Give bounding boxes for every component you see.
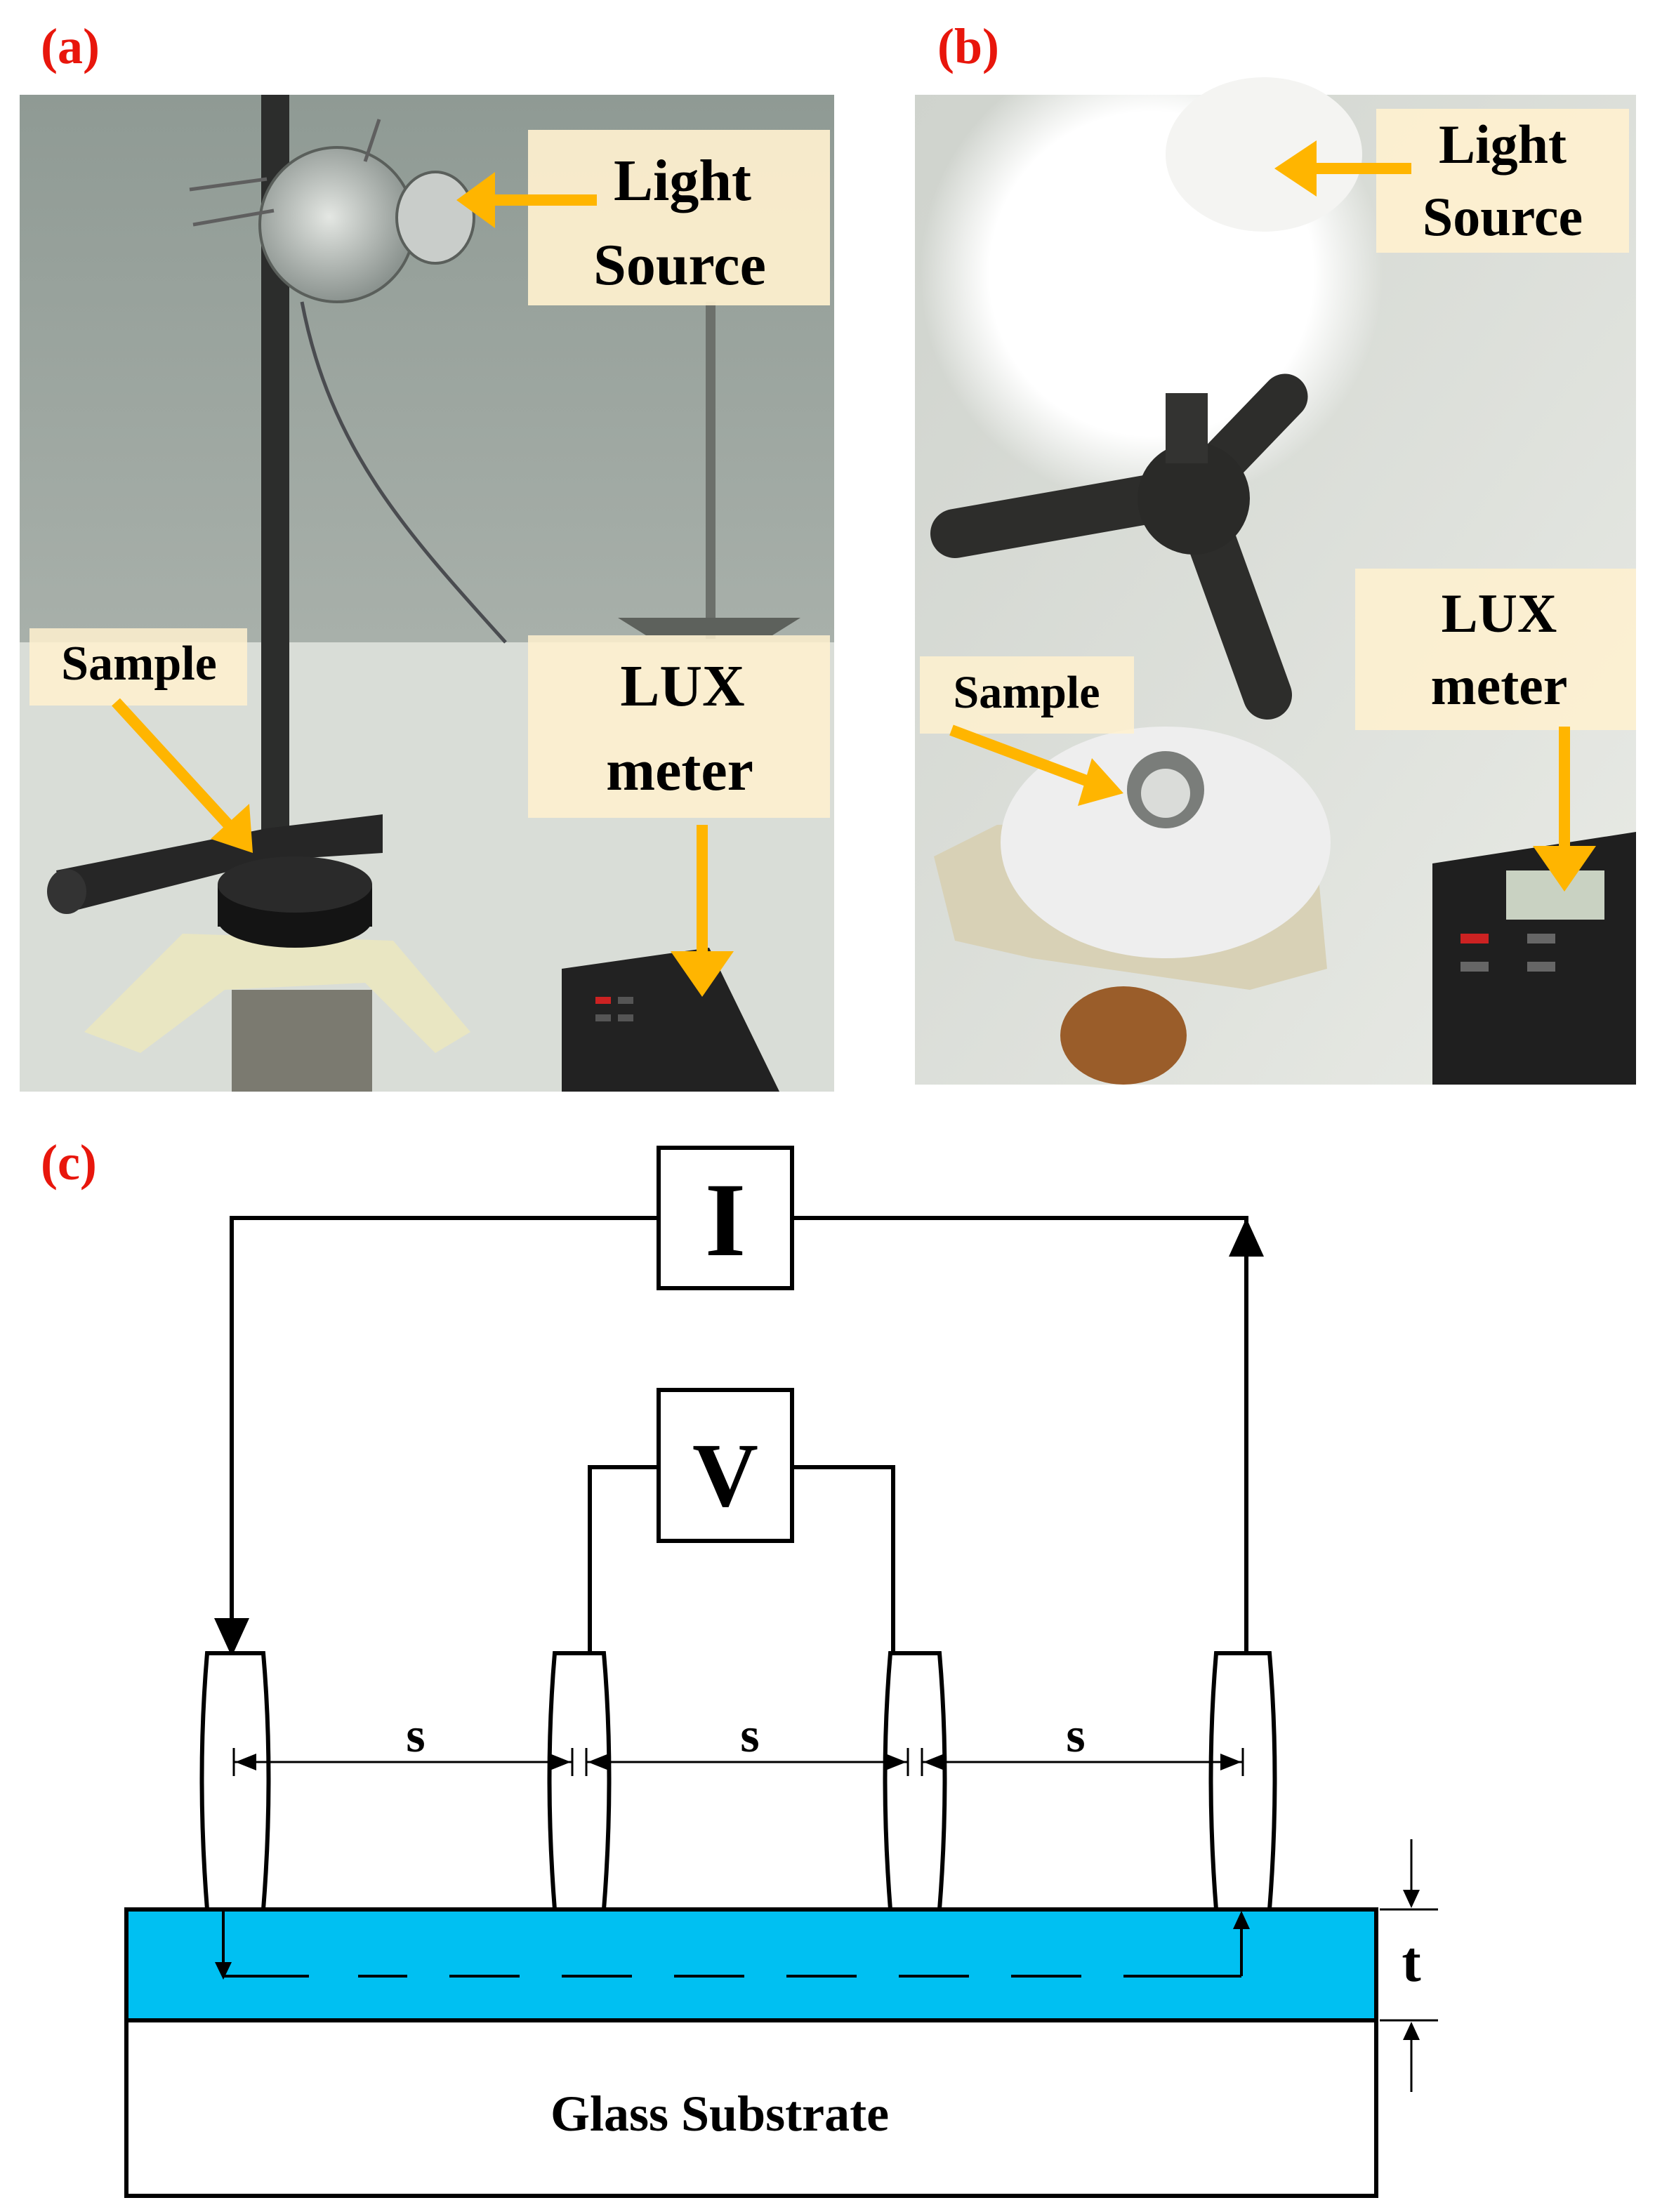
spacing-label-2: s [740, 1709, 759, 1763]
arrowhead-icon [214, 1618, 249, 1657]
current-meter-label: I [705, 1162, 746, 1278]
panel-a-sample-label: Sample [61, 637, 217, 691]
voltage-meter-box [657, 1388, 794, 1543]
voltage-wire-left [588, 1465, 659, 1653]
lux-meter-icon [562, 948, 779, 1092]
probe-icon [1208, 1651, 1277, 1912]
panel-a-sample-label-box [29, 628, 247, 706]
current-path [222, 1911, 1243, 1978]
voltage-meter-label: V [692, 1425, 758, 1526]
arrowhead-icon [211, 804, 253, 853]
spacing-arrowheads [235, 1754, 1241, 1770]
panel-b-sample-label-box [920, 656, 1134, 734]
panel-a-lux-label-line1: LUX [620, 654, 744, 719]
sample-disc-icon [218, 856, 372, 948]
panel-b-light-label-line1: Light [1439, 114, 1567, 175]
panel-a-sample-arrow [112, 698, 236, 833]
lux-meter-icon [1432, 832, 1636, 1085]
glass-substrate [124, 2018, 1378, 2198]
current-meter-box [657, 1146, 794, 1290]
probe-icon [883, 1651, 947, 1912]
voltage-wire-right [792, 1465, 895, 1653]
probe-icon [199, 1651, 271, 1912]
panel-a-tag: (a) [41, 18, 100, 74]
arrowhead-icon [1274, 140, 1317, 197]
spacing-dimensions [232, 1748, 1244, 1776]
spacing-label-3: s [1066, 1709, 1085, 1763]
lamp-bulb-icon [189, 119, 475, 303]
panel-a-light-label-line1: Light [614, 148, 751, 213]
panel-b-sample-arrow [949, 724, 1094, 788]
panel-b-light-label-box [1376, 109, 1629, 253]
panel-a-light-label-box [528, 130, 830, 305]
spacing-label-1: s [406, 1709, 425, 1763]
panel-b-sample-label: Sample [953, 667, 1100, 718]
arrowhead-icon [1403, 2022, 1420, 2040]
substrate-label: Glass Substrate [550, 2086, 889, 2142]
arrowhead-icon [1403, 1890, 1420, 1908]
arrowhead-icon [671, 951, 734, 997]
current-wire-right [792, 1216, 1248, 1653]
panel-a-light-label-line2: Source [593, 232, 766, 298]
arrowhead-icon [1233, 1911, 1250, 1929]
stand-icon [930, 373, 1308, 720]
panel-b-light-label-line2: Source [1423, 186, 1583, 247]
arrowhead-icon [1078, 758, 1123, 806]
arrowhead-icon [215, 1962, 232, 1980]
panel-b-lux-label-line1: LUX [1442, 583, 1557, 644]
arrowhead-icon [1533, 846, 1596, 892]
thickness-label: t [1402, 1930, 1420, 1994]
panel-b-lux-label-line2: meter [1431, 655, 1568, 716]
panel-b-photo [915, 42, 1636, 1085]
panel-a-lux-label-line2: meter [606, 738, 753, 803]
thin-film-layer [124, 1907, 1378, 2022]
current-wire-left [230, 1216, 659, 1622]
panel-b-tag: (b) [937, 18, 999, 74]
panel-a-lux-label-box [528, 635, 830, 818]
panel-c-tag: (c) [41, 1134, 97, 1191]
panel-b-lux-label-box [1355, 569, 1636, 730]
four-probe-schematic [199, 1146, 1277, 1912]
arrowhead-icon [1229, 1218, 1264, 1257]
arrowhead-icon [456, 172, 495, 228]
probe-icon [547, 1651, 612, 1912]
